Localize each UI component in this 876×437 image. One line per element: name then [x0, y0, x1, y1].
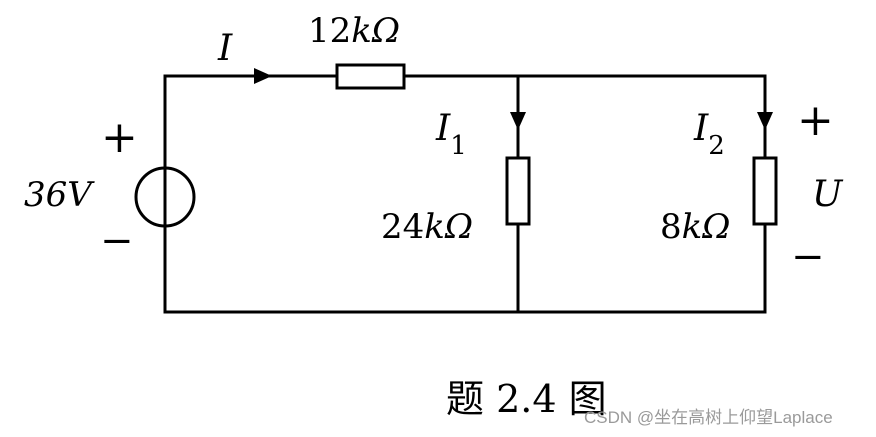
figure-caption: 题 2.4 图	[446, 377, 607, 421]
source-minus-sign: −	[100, 218, 134, 264]
current-1-subscript: 1	[450, 131, 467, 161]
current-arrow-main	[254, 68, 272, 84]
current-arrow-2	[757, 112, 773, 130]
current-arrow-1	[510, 112, 526, 130]
output-minus-sign: −	[791, 234, 825, 280]
current-2-subscript: 2	[708, 131, 725, 161]
current-2-symbol: I	[693, 108, 709, 149]
source-plus-sign: +	[101, 112, 138, 163]
resistor-12k-label: 12kΩ	[308, 11, 400, 51]
resistor-12k-unit: kΩ	[351, 11, 400, 51]
resistor-8k-label: 8kΩ	[660, 207, 730, 247]
resistor-12k	[335, 63, 406, 90]
resistor-24k-value: 24	[381, 207, 424, 247]
resistor-8k-value: 8	[660, 207, 682, 247]
resistor-8k-unit: kΩ	[682, 207, 731, 247]
output-voltage-label: U	[812, 174, 844, 215]
resistor-24k-unit: kΩ	[424, 207, 473, 247]
resistor-8k	[752, 156, 778, 226]
source-voltage-label: 36V	[24, 175, 95, 215]
watermark: CSDN @坐在高树上仰望Laplace	[584, 408, 833, 427]
output-plus-sign: +	[797, 95, 834, 146]
current-label-1: I1	[435, 108, 467, 161]
resistor-24k	[505, 156, 531, 226]
resistor-12k-value: 12	[308, 11, 351, 51]
wires	[163, 74, 767, 314]
current-1-symbol: I	[435, 108, 451, 149]
resistor-24k-label: 24kΩ	[381, 207, 473, 247]
current-label-main: I	[217, 28, 233, 69]
current-label-2: I2	[693, 108, 725, 161]
